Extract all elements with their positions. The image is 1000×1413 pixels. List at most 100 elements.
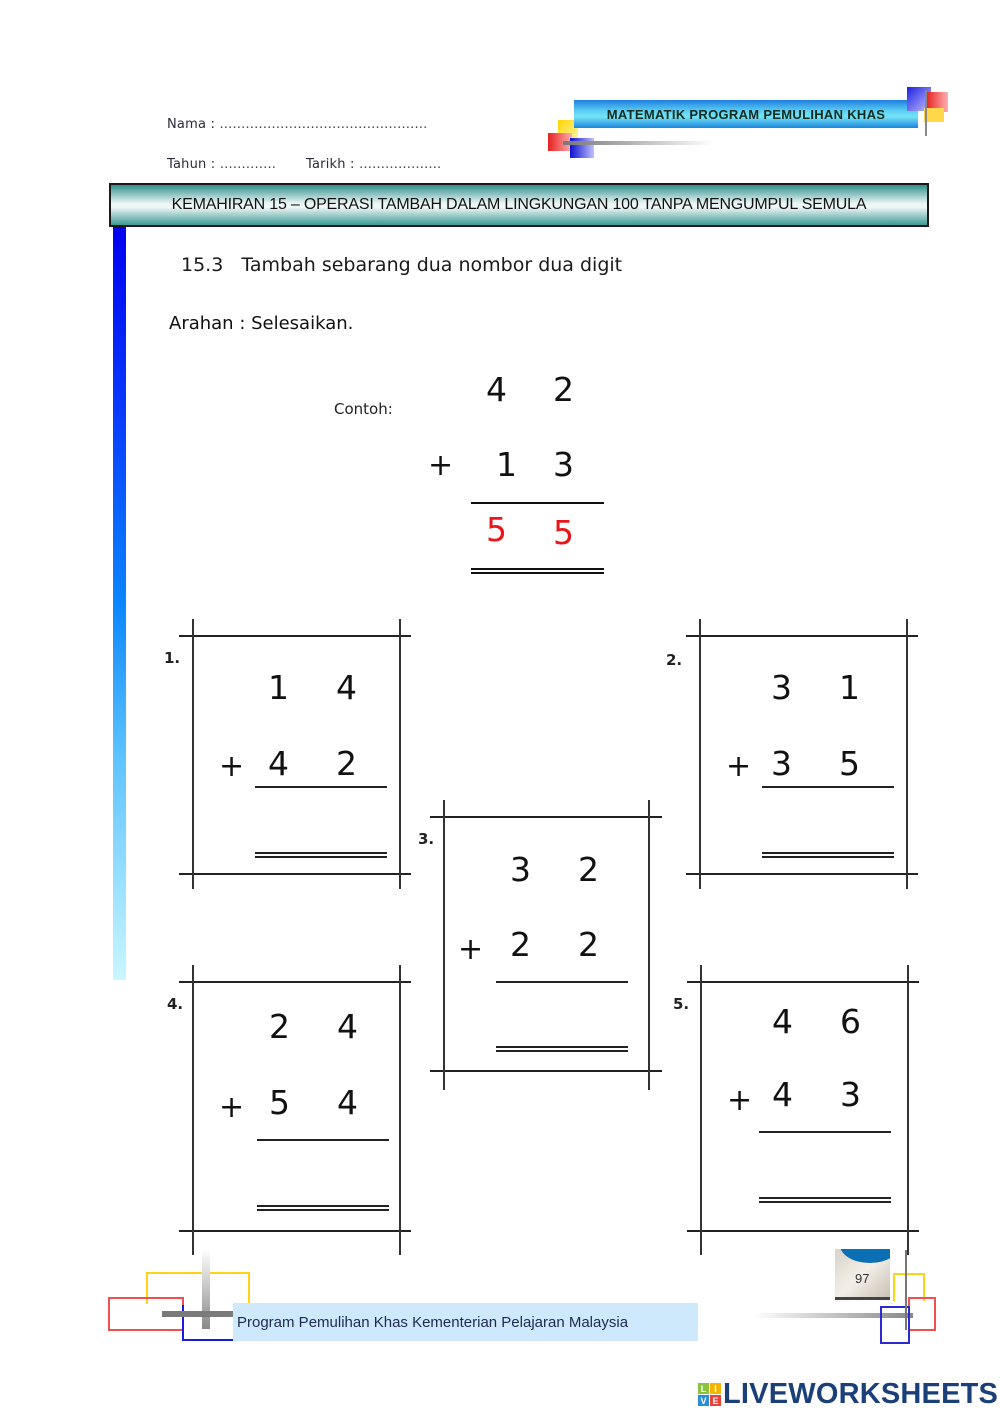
year-label: Tahun :: [167, 157, 216, 172]
footer-deco-bar-right: [753, 1313, 913, 1318]
question-number: 3.: [418, 830, 435, 848]
plus-sign: +: [219, 1090, 245, 1125]
box-left-line: [699, 619, 701, 889]
plus-sign: +: [458, 932, 484, 967]
footer-deco-blue: [182, 1305, 274, 1341]
question-4: 4. 2 4 + 5 4: [167, 965, 411, 1255]
box-top-line: [179, 635, 411, 637]
question-number: 5.: [673, 995, 690, 1013]
box-top-line: [179, 981, 411, 983]
box-right-line: [399, 965, 401, 1255]
liveworksheets-wordmark: LIVEWORKSHEETS: [723, 1378, 999, 1410]
top-ones: 4: [336, 668, 357, 707]
answer-input[interactable]: [772, 1147, 892, 1187]
box-bottom-line: [179, 873, 411, 875]
box-top-line: [430, 816, 662, 818]
top-tens: 1: [268, 668, 289, 707]
footer-deco-cross-h: [162, 1311, 234, 1317]
top-tens: 3: [771, 668, 792, 707]
question-2: 2. 3 1 + 3 5: [666, 619, 918, 889]
question-number: 2.: [666, 651, 683, 669]
bottom-ones: 4: [337, 1083, 358, 1122]
name-field: Nama : …………………………………………: [167, 117, 427, 132]
footer-deco-red-right: [908, 1297, 936, 1331]
logo-letter-l: L: [698, 1383, 709, 1394]
box-bottom-line: [687, 1230, 919, 1232]
page-number-badge: 97: [835, 1249, 890, 1300]
box-left-line: [192, 965, 194, 1255]
question-number: 4.: [167, 995, 184, 1013]
deco-square-yellow-2: [924, 108, 944, 122]
deco-cross-v: [925, 90, 927, 136]
year-input-line[interactable]: ………….: [219, 157, 276, 172]
answer-input[interactable]: [771, 805, 891, 845]
footer-deco-cross-v: [202, 1249, 210, 1329]
double-line: [762, 852, 894, 858]
plus-sign: +: [727, 1083, 753, 1118]
sum-line: [762, 786, 894, 788]
logo-letter-e: E: [710, 1395, 721, 1406]
footer-deco-yellow-right: [893, 1273, 925, 1301]
name-input-line[interactable]: …………………………………………: [219, 117, 428, 132]
deco-bar: [563, 141, 713, 145]
sum-line: [257, 1139, 389, 1141]
question-3: 3. 3 2 + 2 2: [418, 800, 662, 1090]
top-tens: 3: [510, 850, 531, 889]
question-1: 1. 1 4 + 4 2: [164, 619, 411, 889]
footer-deco-cross-v-right: [905, 1250, 907, 1330]
bottom-tens: 3: [771, 744, 792, 783]
liveworksheets-logo[interactable]: L I V E LIVEWORKSHEETS: [698, 1378, 998, 1411]
date-input-line[interactable]: ……………….: [358, 157, 442, 172]
answer-input[interactable]: [268, 805, 388, 845]
example-sum-line: [471, 502, 604, 504]
question-number: 1.: [164, 649, 181, 667]
box-top-line: [687, 981, 919, 983]
deco-square-red: [548, 133, 572, 151]
page-number: 97: [855, 1271, 870, 1286]
name-label: Nama :: [167, 117, 216, 132]
top-tens: 2: [269, 1007, 290, 1046]
footer-program-text: Program Pemulihan Khas Kementerian Pelaj…: [233, 1303, 698, 1341]
top-ones: 6: [840, 1002, 861, 1041]
skill-title: KEMAHIRAN 15 – OPERASI TAMBAH DALAM LING…: [109, 183, 929, 227]
question-5: 5. 4 6 + 4 3: [673, 965, 919, 1255]
bottom-tens: 5: [269, 1083, 290, 1122]
year-field: Tahun : ………….: [167, 157, 276, 172]
sum-line: [759, 1131, 891, 1133]
example-bottom-ones: 3: [553, 445, 574, 484]
double-line: [496, 1046, 628, 1052]
box-bottom-line: [179, 1230, 411, 1232]
double-line: [759, 1197, 891, 1203]
example-top-tens: 4: [486, 370, 507, 409]
box-right-line: [399, 619, 401, 889]
bottom-ones: 2: [578, 925, 599, 964]
example-top-ones: 2: [553, 370, 574, 409]
footer-deco-blue-right: [880, 1306, 910, 1344]
box-right-line: [906, 619, 908, 889]
logo-letter-i: I: [710, 1383, 721, 1394]
box-left-line: [192, 619, 194, 889]
box-left-line: [443, 800, 445, 1090]
box-right-line: [907, 965, 909, 1255]
box-top-line: [686, 635, 918, 637]
box-left-line: [700, 965, 702, 1255]
answer-input[interactable]: [510, 995, 630, 1035]
liveworksheets-logo-icon: L I V E: [698, 1383, 721, 1406]
bottom-ones: 3: [840, 1075, 861, 1114]
subject-banner: MATEMATIK PROGRAM PEMULIHAN KHAS: [574, 100, 918, 128]
footer-deco-yellow: [146, 1272, 250, 1304]
example-answer-ones: 5: [553, 513, 574, 552]
bottom-tens: 2: [510, 925, 531, 964]
bottom-tens: 4: [268, 744, 289, 783]
logo-letter-v: V: [698, 1395, 709, 1406]
plus-sign: +: [219, 749, 245, 784]
box-right-line: [648, 800, 650, 1090]
example-double-line: [471, 568, 604, 574]
double-line: [257, 1205, 389, 1211]
box-bottom-line: [686, 873, 918, 875]
side-gradient-stripe: [113, 227, 126, 980]
answer-input[interactable]: [269, 1155, 389, 1195]
sum-line: [255, 786, 387, 788]
bottom-tens: 4: [772, 1075, 793, 1114]
example-plus-sign: +: [428, 448, 454, 483]
